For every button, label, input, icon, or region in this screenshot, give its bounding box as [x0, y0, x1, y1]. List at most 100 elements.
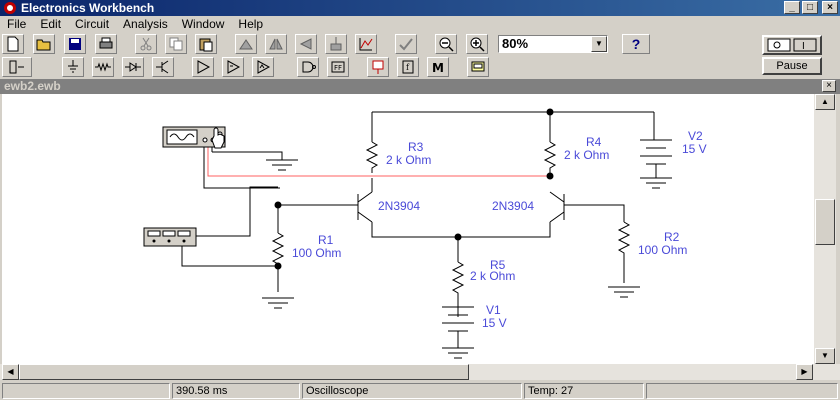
diode-icon [125, 62, 141, 72]
r5-name: R5 [490, 258, 506, 272]
controls-bin-button[interactable]: f [397, 57, 419, 77]
basic-bin-button[interactable] [92, 57, 114, 77]
misc-m-icon: M [432, 61, 444, 75]
menu-help[interactable]: Help [238, 17, 264, 31]
copy-button[interactable] [165, 34, 187, 54]
q1-model: 2N3904 [378, 199, 420, 213]
status-pane-empty [2, 383, 170, 399]
document-close-button[interactable]: × [822, 80, 836, 92]
ground-r1 [262, 297, 294, 309]
r4-value: 2 k Ohm [564, 148, 609, 162]
mixed-ics-bin-button[interactable] [222, 57, 244, 77]
cut-button[interactable] [135, 34, 157, 54]
ground-v1 [442, 347, 474, 359]
graph-button[interactable] [355, 34, 377, 54]
digital-ics-bin-button[interactable] [252, 57, 274, 77]
zoom-out-button[interactable] [435, 34, 457, 54]
digital-bin-button[interactable]: FF [327, 57, 349, 77]
digital-ic-icon [257, 60, 271, 74]
main-toolbar: 80% ▼ ? [0, 33, 840, 55]
q1-transistor [357, 191, 373, 223]
mixed-ic-icon [227, 60, 241, 74]
instrument-icon [471, 61, 485, 72]
maximize-button[interactable]: □ [802, 1, 818, 14]
menu-bar: File Edit Circuit Analysis Window Help [0, 16, 840, 32]
pause-button[interactable]: Pause [762, 57, 822, 75]
status-time: 390.58 ms [172, 383, 300, 399]
logic-gates-bin-button[interactable] [297, 57, 319, 77]
transistor-icon [156, 60, 169, 74]
menu-edit[interactable]: Edit [40, 17, 62, 31]
paste-icon [199, 38, 213, 52]
r2-name: R2 [664, 230, 680, 244]
new-file-button[interactable] [2, 34, 24, 54]
help-button[interactable]: ? [622, 34, 650, 54]
paste-button[interactable] [195, 34, 217, 54]
probe-wire [207, 142, 550, 177]
properties-icon [399, 38, 413, 51]
r2-value: 100 Ohm [638, 243, 687, 257]
menu-circuit[interactable]: Circuit [75, 17, 110, 31]
zoom-in-button[interactable] [466, 34, 488, 54]
horizontal-scroll-thumb[interactable] [19, 364, 469, 380]
close-button[interactable]: × [822, 1, 838, 14]
copy-icon [169, 37, 183, 51]
document-title: ewb2.ewb [4, 79, 61, 93]
transistors-bin-button[interactable] [152, 57, 174, 77]
power-switch-icon: I [767, 38, 817, 52]
open-folder-icon [36, 39, 51, 51]
flip-vertical-button[interactable] [295, 34, 317, 54]
flip-vertical-icon [299, 38, 312, 50]
v2-battery [640, 139, 672, 165]
r4-name: R4 [586, 135, 602, 149]
analog-ics-bin-button[interactable] [192, 57, 214, 77]
zoom-out-icon [439, 37, 454, 52]
ground-r2 [608, 286, 640, 298]
parts-bin-toggle-button[interactable] [2, 57, 32, 77]
zoom-value: 80% [502, 36, 529, 51]
component-properties-button[interactable] [395, 34, 417, 54]
circuit-canvas[interactable]: R3 2 k Ohm R4 2 k Ohm V2 15 V 2N3904 2N3… [2, 94, 814, 364]
graph-icon [359, 38, 373, 51]
create-subcircuit-button[interactable] [325, 34, 347, 54]
document-title-bar: ewb2.ewb × [0, 79, 840, 94]
zoom-in-icon [470, 37, 485, 52]
scroll-down-button[interactable]: ▼ [815, 348, 835, 364]
diodes-bin-button[interactable] [122, 57, 144, 77]
vertical-scrollbar[interactable]: ▲ ▼ [814, 94, 836, 364]
vertical-scroll-thumb[interactable] [815, 199, 835, 245]
printer-icon [99, 37, 113, 49]
subcircuit-icon [330, 37, 342, 51]
ground-source-icon [68, 60, 78, 73]
miscellaneous-bin-button[interactable]: M [427, 57, 449, 77]
instruments-bin-button[interactable] [467, 57, 489, 77]
title-bar: Electronics Workbench _ □ × [0, 0, 840, 16]
menu-analysis[interactable]: Analysis [123, 17, 168, 31]
chevron-down-icon[interactable]: ▼ [591, 36, 607, 52]
open-file-button[interactable] [33, 34, 55, 54]
scroll-left-button[interactable]: ◀ [2, 364, 19, 380]
flip-horizontal-button[interactable] [265, 34, 287, 54]
new-file-icon [7, 36, 19, 52]
r1-value: 100 Ohm [292, 246, 341, 260]
r3-name: R3 [408, 140, 424, 154]
menu-window[interactable]: Window [181, 17, 225, 31]
save-button[interactable] [64, 34, 86, 54]
horizontal-scrollbar[interactable]: ◀ ▶ [0, 364, 840, 380]
svg-text:FF: FF [334, 64, 342, 72]
save-disk-icon [69, 38, 81, 50]
r3-resistor [365, 141, 379, 173]
power-switch[interactable]: I [762, 35, 822, 55]
status-temperature: Temp: 27 [524, 383, 644, 399]
menu-file[interactable]: File [7, 17, 27, 31]
scroll-right-button[interactable]: ▶ [796, 364, 813, 380]
sources-bin-button[interactable] [62, 57, 84, 77]
print-button[interactable] [95, 34, 117, 54]
window-title: Electronics Workbench [21, 1, 155, 15]
scroll-up-button[interactable]: ▲ [815, 94, 835, 110]
r5-value: 2 k Ohm [470, 269, 515, 283]
rotate-button[interactable] [235, 34, 257, 54]
indicators-bin-button[interactable] [367, 57, 389, 77]
zoom-select[interactable]: 80% ▼ [498, 35, 608, 53]
minimize-button[interactable]: _ [784, 1, 800, 14]
